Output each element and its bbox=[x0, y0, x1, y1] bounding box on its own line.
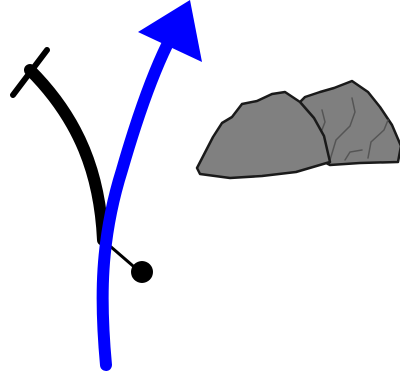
chosen-path bbox=[103, 0, 202, 365]
blocked-path bbox=[13, 50, 103, 240]
dot-icon bbox=[131, 261, 153, 283]
blocked-path-line bbox=[30, 70, 103, 240]
chosen-path-line bbox=[103, 45, 167, 365]
arrowhead-icon bbox=[138, 0, 202, 62]
rocks-icon bbox=[197, 81, 400, 178]
